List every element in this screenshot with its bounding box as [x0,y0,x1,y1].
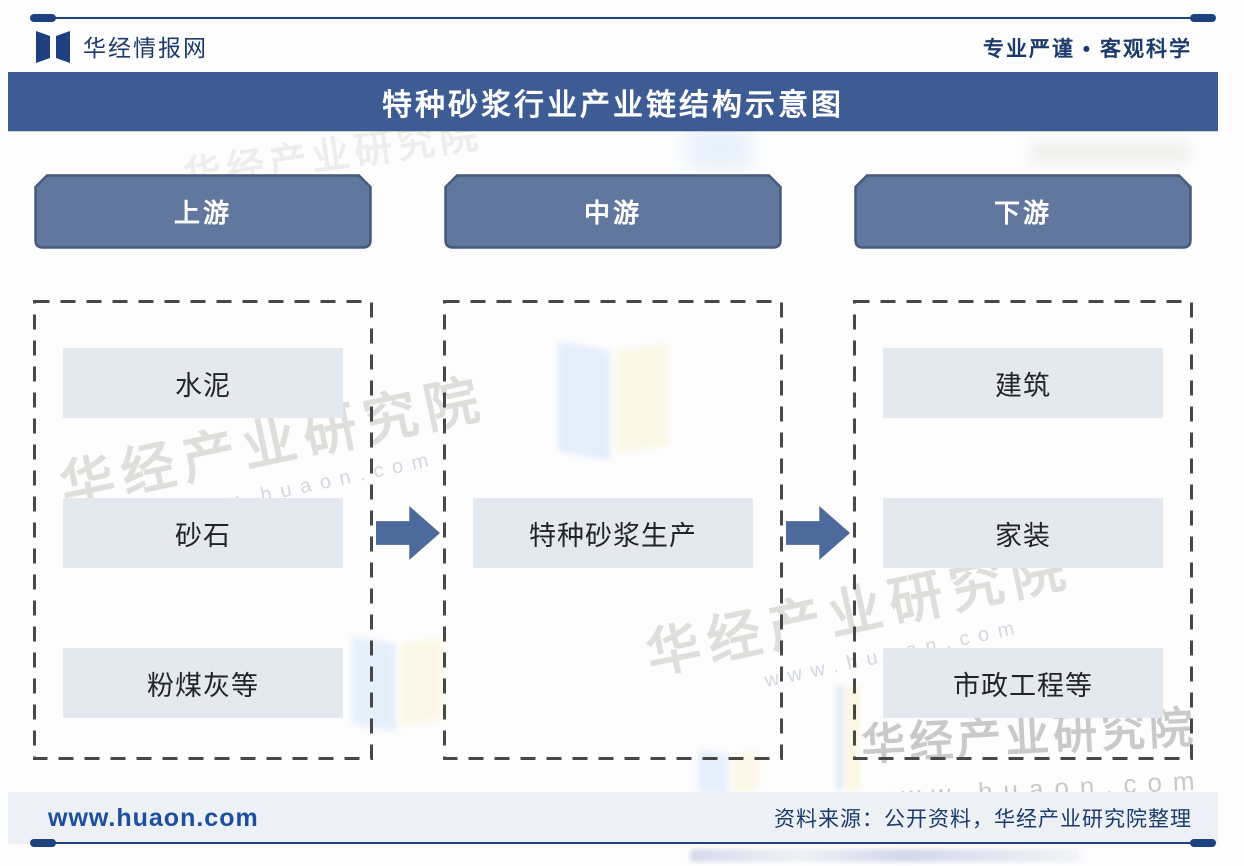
brand-tagline: 专业严谨 • 客观科学 [982,38,1192,61]
column-header-downstream: 下游 [853,173,1193,250]
column-header-label: 上游 [173,198,232,228]
downstream-group-box: 建筑 家装 市政工程等 [853,300,1193,760]
brand-header: 华经情报网 [36,28,208,64]
item-label: 水泥 [175,370,231,401]
item-box: 砂石 [63,498,343,568]
column-header-upstream: 上游 [33,173,373,250]
item-label: 市政工程等 [953,670,1093,701]
faint-blue-smudge [686,126,752,170]
top-divider-line [30,14,1216,22]
midstream-group-box: 特种砂浆生产 [443,300,783,760]
item-box: 水泥 [63,348,343,418]
right-arrow-icon [786,506,850,560]
faint-gray-smudge [1030,142,1190,164]
dashed-border [853,300,1193,760]
blurred-text-smudge [690,849,1080,862]
dashed-border [443,300,783,760]
chamfered-header-shape [444,174,782,249]
item-box: 家装 [883,498,1163,568]
item-label: 砂石 [175,520,231,551]
dashed-border [33,300,373,760]
item-box: 特种砂浆生产 [473,498,753,568]
upstream-group-box: 水泥 砂石 粉煤灰等 [33,300,373,760]
column-header-label: 下游 [993,198,1052,228]
open-book-logo-icon [36,31,70,63]
footer-band: www.huaon.com 资料来源：公开资料，华经产业研究院整理 [8,792,1218,844]
footer-source: 资料来源：公开资料，华经产业研究院整理 [774,808,1192,831]
bottom-divider-line [30,839,1216,847]
chamfered-header-shape [854,174,1192,249]
item-box: 粉煤灰等 [63,648,343,718]
page-title: 特种砂浆行业产业链结构示意图 [382,88,844,122]
column-header-label: 中游 [583,198,642,228]
brand-name: 华经情报网 [83,35,208,61]
item-box: 市政工程等 [883,648,1163,718]
chamfered-header-shape [34,174,372,249]
item-label: 建筑 [995,370,1051,401]
footer-url: www.huaon.com [48,803,259,832]
item-label: 粉煤灰等 [147,670,259,701]
item-box: 建筑 [883,348,1163,418]
right-arrow-icon [376,506,440,560]
item-label: 特种砂浆生产 [529,520,697,551]
column-header-midstream: 中游 [443,173,783,250]
title-bar: 特种砂浆行业产业链结构示意图 [8,72,1218,131]
item-label: 家装 [995,520,1051,551]
